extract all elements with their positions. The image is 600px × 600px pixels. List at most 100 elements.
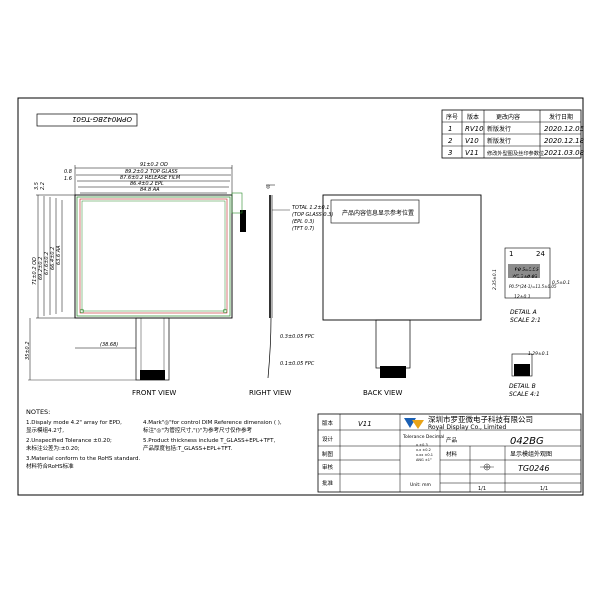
detail-a: 1 24 2.35±0.1 P0.5±0.05 W0.3±0.03 0.5±0.… [492,247,570,324]
dim-total-thickness: TOTAL 1.2±0.1 [292,205,329,211]
dim-aa-height: 63.6 AA [56,245,62,265]
tolerance-title: Tolerance Decimal [402,434,444,440]
detail-a-dim: 0.5±0.1 [552,280,570,286]
dim-od-width: 91±0.2 OD [140,162,168,168]
note-line: 5.Product thickness include T_GLASS+EPL+… [143,438,275,444]
dim-top-glass: 89.2±0.2 TOP GLASS [125,169,179,175]
epl-outline [81,200,226,312]
tolerance-row: x.xx ±0.1 [416,453,433,457]
back-fpc-contacts [380,366,406,378]
note-line: 标注"◎"为管控尺寸,"()"为参考尺寸仅作参考 [143,426,252,434]
company-logo [404,418,424,429]
detail-a-dim: W0.3±0.03 [512,274,538,280]
detail-a-dim: 2.35±0.1 [492,269,498,290]
drawing-border [17,97,584,496]
tb-product: 042BG [510,436,544,447]
note-line: 4.Mark"◎"for control DIM Reference dimen… [143,420,282,426]
company-name-en: Royal Display Co., Limited [428,424,506,431]
dim-tft-thickness: (TFT 0.7) [292,226,314,232]
detail-a-dim: P0.5±0.05 [515,267,539,273]
dim-epl-thickness: (EPL 0.3) [292,219,314,225]
company-name-cn: 深圳市罗亚微电子科技有限公司 [428,414,533,424]
side-mark [240,210,246,232]
top-glass-outline [76,196,231,317]
dim-tail-width: (38.68) [100,342,118,348]
unit-label: Unit: mm [410,482,431,488]
note-line: 3.Material conform to the RoHS standard. [26,456,141,462]
tb-design-label: 设计 [322,435,334,443]
rev-cell: 1 [448,125,452,133]
active-area-outline [79,198,228,314]
rev-header-date: 发行日期 [549,113,573,121]
note-line: 未标注公差为:±0.20; [26,444,80,452]
dim-od-height: 71±0.2 OD [32,257,38,285]
rev-header-content: 更改内容 [496,113,520,121]
detail-b-dim: 1.29±0.1 [528,351,549,357]
dim-height: 69.2±0.2 [38,257,44,280]
dim-top-glass-thickness: (TOP GLASS 0.3) [292,212,333,218]
right-marker: ◎ [266,184,271,190]
tb-scale: 1/1 [540,486,548,492]
right-view: ◎ TOTAL 1.2±0.1 (TOP GLASS 0.3) (EPL 0.3… [231,184,333,397]
rev-cell: 2020.12.05 [544,125,585,133]
module-outline [74,194,233,319]
tb-check-label: 审核 [322,463,334,471]
rev-cell: 2021.03.08 [544,149,585,157]
front-view: 91±0.2 OD 89.2±0.2 TOP GLASS 87.6±0.2 RE… [25,162,233,397]
info-box [330,199,420,224]
dim-small: 2.2 [40,182,46,190]
rev-header-no: 序号 [446,113,458,121]
dim-release-film: 87.6±0.2 RELEASE FILM [120,175,181,181]
detail-b: 1.29±0.1 DETAIL B SCALE 4:1 [509,351,549,398]
fpc-contacts [140,370,165,380]
tb-drawn-label: 制图 [322,450,334,458]
back-view: 产品内容信息显示参考位置 BACK VIEW [322,194,482,397]
rev-cell: 修改外型图及丝印参数位 [487,149,544,157]
detail-b-scale: SCALE 4:1 [509,391,540,398]
projection-symbol-icon [480,463,494,471]
rev-cell: V11 [465,149,479,157]
detail-a-scale: SCALE 2:1 [510,317,541,324]
note-line: 2.Unspecified Tolerance ±0.20; [26,438,112,444]
back-view-label: BACK VIEW [363,389,402,397]
detail-a-label: DETAIL A [510,309,537,316]
note-line: 1.Dispaly mode 4.2" array for EPD, [26,420,122,426]
rev-cell: 新版发行 [487,137,511,145]
rev-cell: 新版发行 [487,125,511,133]
tb-sheet: 1/1 [478,486,486,492]
note-line: 产品厚度包括:T_GLASS+EPL+TFT. [143,444,232,452]
detail-a-dim: 12±0.1 [514,294,531,300]
tb-version-label: 版本 [322,419,334,427]
dim-height: 67.6±0.2 [44,252,50,275]
title-block: 版本 V11 设计 制图 审核 批准 深圳市罗亚微电子科技有限公司 Royal … [317,413,582,493]
detail-b-label: DETAIL B [509,383,536,390]
notes-block: NOTES: 1.Dispaly mode 4.2" array for EPD… [26,408,282,470]
tb-product-label: 产品 [446,436,458,444]
tb-material: 显示模组外观图 [510,450,552,458]
part-code-rotated: OPM042BG-TG01 [72,115,132,123]
rev-cell: 3 [448,149,452,157]
dim-small: 3.5 [34,182,40,190]
dim-fpc-thickness: 0.3±0.05 FPC [280,334,315,340]
detail-a-pin-first: 1 [509,250,513,258]
dim-height: 66.4±0.2 [50,247,56,270]
rev-cell: V10 [465,137,479,145]
dim-tail-thickness: 0.1±0.05 FPC [280,361,315,367]
rev-cell: RV10 [465,125,484,133]
note-line: 材料符合RoHS标准 [26,462,74,470]
tolerance-row: ANG ±1° [416,458,432,462]
back-fpc [375,319,411,369]
note-line: 显示模组4.2寸, [26,426,64,434]
tb-part-no: TG0246 [518,464,549,473]
dim-tail-length: 35±0.2 [25,341,31,360]
dim-epl: 86.4±0.2 EPL [130,181,164,187]
tolerance-row: x.x ±0.2 [416,448,431,452]
dim-small: 1.6 [64,176,72,182]
tolerance-row: x ±0.3 [416,443,428,447]
detail-a-dim: P0.5*(24-1)=11.5±0.05 [509,284,557,289]
tb-material-label: 材料 [446,450,458,458]
rev-cell: 2020.12.18 [544,137,585,145]
dim-aa-width: 84.8 AA [140,187,160,193]
tb-approve-label: 批准 [322,479,334,487]
rev-header-version: 版本 [467,113,479,121]
